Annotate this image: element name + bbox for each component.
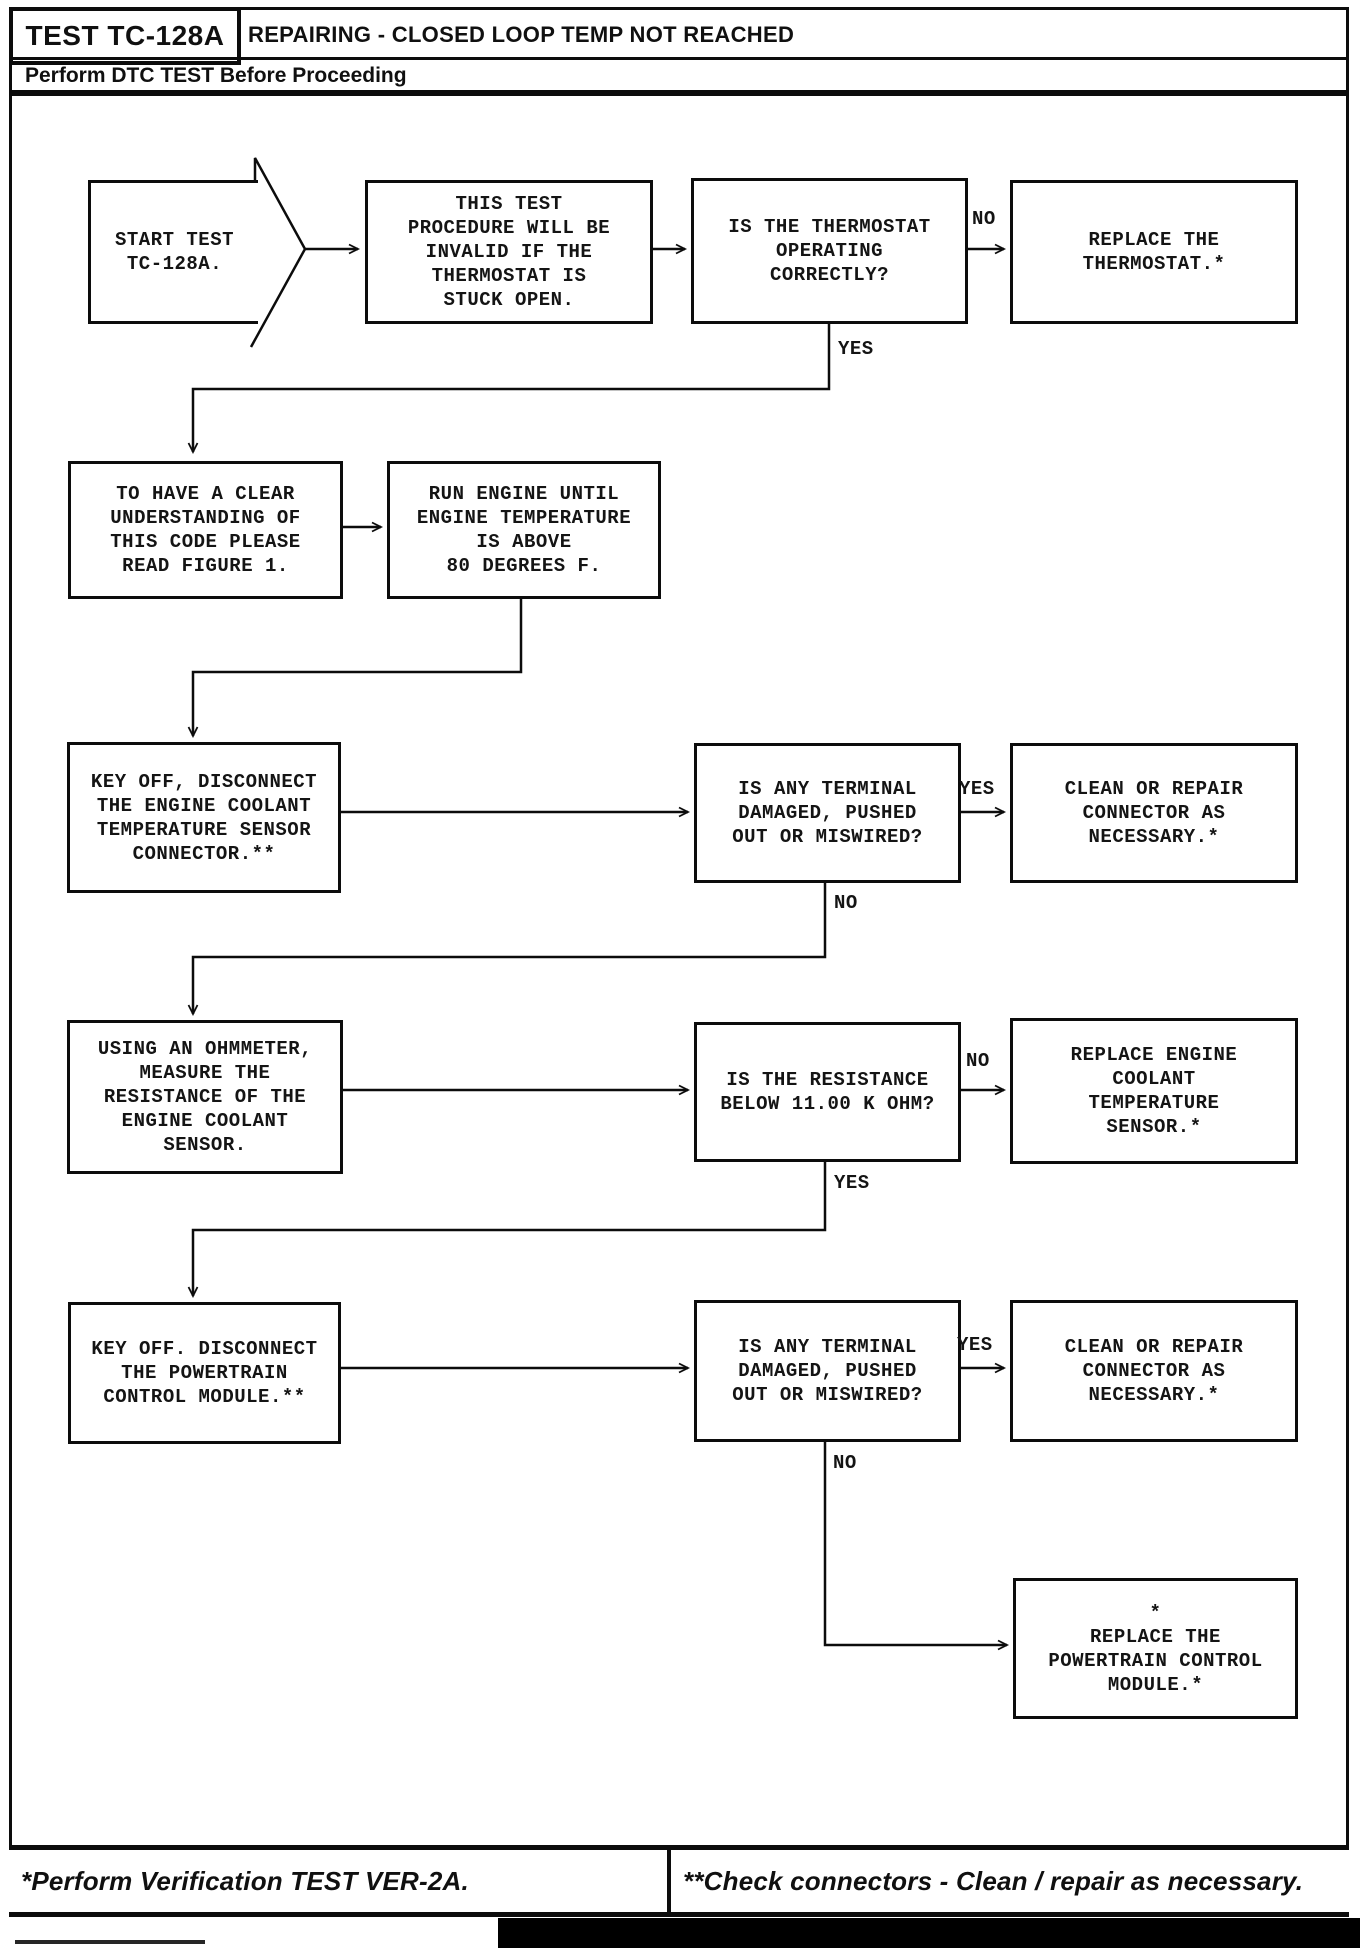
edge-label-terminal2-yes: YES (957, 1334, 993, 1356)
scan-artifact-bar (498, 1918, 1360, 1948)
edge-label-terminal2-no: NO (833, 1452, 857, 1474)
edge-label-thermostat-yes: YES (838, 338, 874, 360)
flow-node-read-figure: TO HAVE A CLEAR UNDERSTANDING OF THIS CO… (68, 461, 343, 599)
footer: *Perform Verification TEST VER-2A. **Che… (9, 1845, 1349, 1917)
test-id-label: TEST TC-128A (25, 20, 225, 51)
edge-label-terminal1-no: NO (834, 892, 858, 914)
scan-artifact-mark (15, 1940, 205, 1944)
flow-node-replace-pcm: * REPLACE THE POWERTRAIN CONTROL MODULE.… (1013, 1578, 1298, 1719)
flow-node-clean-connector-1: CLEAN OR REPAIR CONNECTOR AS NECESSARY.* (1010, 743, 1298, 883)
edge-label-resistance-no: NO (966, 1050, 990, 1072)
page-title: REPAIRING - CLOSED LOOP TEMP NOT REACHED (248, 22, 795, 47)
flow-node-disconnect-pcm: KEY OFF. DISCONNECT THE POWERTRAIN CONTR… (68, 1302, 341, 1444)
flow-node-terminal-question-2: IS ANY TERMINAL DAMAGED, PUSHED OUT OR M… (694, 1300, 961, 1442)
flow-node-replace-ect-sensor: REPLACE ENGINE COOLANT TEMPERATURE SENSO… (1010, 1018, 1298, 1164)
flow-node-terminal-question-1: IS ANY TERMINAL DAMAGED, PUSHED OUT OR M… (694, 743, 961, 883)
flow-node-run-engine: RUN ENGINE UNTIL ENGINE TEMPERATURE IS A… (387, 461, 661, 599)
flow-node-clean-connector-2: CLEAN OR REPAIR CONNECTOR AS NECESSARY.* (1010, 1300, 1298, 1442)
edge-label-terminal1-yes: YES (959, 778, 995, 800)
footer-note-right-text: **Check connectors - Clean / repair as n… (683, 1865, 1304, 1896)
flow-node-disconnect-ect-connector: KEY OFF, DISCONNECT THE ENGINE COOLANT T… (67, 742, 341, 893)
flow-node-start: START TEST TC-128A. (88, 180, 258, 324)
flow-node-invalid-note: THIS TEST PROCEDURE WILL BE INVALID IF T… (365, 180, 653, 324)
footer-note-left: *Perform Verification TEST VER-2A. (9, 1850, 671, 1912)
footer-note-right: **Check connectors - Clean / repair as n… (671, 1850, 1349, 1912)
flow-node-thermostat-question: IS THE THERMOSTAT OPERATING CORRECTLY? (691, 178, 968, 324)
edge-label-thermostat-no: NO (972, 208, 996, 230)
header-thick-divider (9, 90, 1349, 96)
footer-note-left-text: *Perform Verification TEST VER-2A. (21, 1865, 469, 1896)
header-divider (9, 57, 1349, 60)
edge-label-resistance-yes: YES (834, 1172, 870, 1194)
flow-node-replace-thermostat: REPLACE THE THERMOSTAT.* (1010, 180, 1298, 324)
flow-node-resistance-question: IS THE RESISTANCE BELOW 11.00 K OHM? (694, 1022, 961, 1162)
flow-node-ohmmeter-measure: USING AN OHMMETER, MEASURE THE RESISTANC… (67, 1020, 343, 1174)
page-subtitle: Perform DTC TEST Before Proceeding (25, 64, 407, 87)
test-id-box: TEST TC-128A (9, 7, 241, 65)
